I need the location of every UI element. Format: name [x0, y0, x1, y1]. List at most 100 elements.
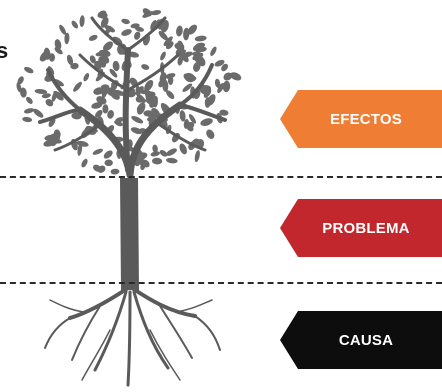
leaf-icon: [222, 80, 231, 93]
cause-label: CAUSA: [338, 331, 394, 349]
tree-roots: [44, 286, 221, 387]
leaf-icon: [165, 73, 176, 79]
leaf-icon: [109, 68, 118, 78]
leaf-icon: [100, 55, 110, 64]
leaf-icon: [206, 129, 215, 139]
leaf-icon: [141, 64, 150, 70]
leaf-icon: [59, 24, 67, 35]
leaf-icon: [203, 88, 212, 98]
leaf-icon: [144, 79, 154, 92]
leaf-icon: [163, 36, 173, 47]
leaf-icon: [83, 73, 90, 82]
leaf-icon: [192, 42, 205, 52]
leaf-icon: [71, 112, 82, 120]
leaf-icon: [77, 143, 83, 156]
leaf-icon: [103, 41, 113, 52]
leaf-icon: [71, 20, 79, 29]
leaf-icon: [130, 127, 143, 135]
dashed-divider-top: [0, 176, 442, 178]
leaf-icon: [176, 25, 183, 37]
leaf-icon: [79, 15, 85, 27]
leaf-icon: [107, 110, 114, 119]
leaf-icon: [142, 11, 154, 18]
leaf-icon: [64, 32, 70, 45]
leaf-icon: [149, 96, 158, 108]
leaf-icon: [20, 87, 27, 98]
leaf-icon: [104, 159, 113, 167]
leaf-icon: [177, 56, 183, 66]
leaf-icon: [159, 150, 168, 157]
dashed-divider-bottom: [0, 282, 442, 284]
leaf-icon: [166, 148, 177, 156]
leaf-icon: [76, 140, 89, 147]
leaf-icon: [175, 48, 183, 56]
leaf-icon: [41, 93, 51, 99]
tree-branches: [38, 16, 227, 179]
leaf-icon: [81, 158, 88, 168]
problem-label-tag: PROBLEMA: [280, 199, 442, 257]
leaf-icon: [114, 120, 123, 127]
leaf-icon: [160, 20, 169, 33]
leaf-icon: [113, 89, 126, 96]
leaf-icon: [158, 30, 168, 41]
leaf-icon: [217, 82, 225, 94]
leaf-icon: [193, 61, 201, 72]
leaf-icon: [23, 108, 35, 114]
leaf-icon: [179, 110, 186, 122]
leaf-icon: [221, 63, 229, 72]
leaf-icon: [219, 109, 229, 116]
leaf-icon: [95, 110, 103, 118]
leaf-icon: [51, 135, 61, 147]
leaf-icon: [177, 40, 184, 50]
leaf-icon: [223, 72, 233, 81]
leaf-icon: [73, 81, 82, 92]
tree-trunk: [120, 178, 139, 290]
leaf-icon: [160, 51, 166, 61]
leaf-icon: [112, 60, 120, 72]
leaf-icon: [182, 83, 193, 92]
leaf-icon: [91, 102, 103, 109]
effects-label: EFECTOS: [330, 110, 402, 128]
leaf-icon: [204, 97, 211, 108]
leaf-icon: [188, 114, 197, 124]
leaf-icon: [99, 12, 108, 19]
leaf-icon: [162, 79, 169, 92]
leaf-icon: [150, 151, 161, 157]
leaf-icon: [194, 150, 200, 163]
leaf-icon: [102, 104, 109, 114]
leaf-icon: [66, 54, 74, 66]
leaf-icon: [97, 165, 106, 173]
leaf-icon: [135, 86, 144, 95]
leaf-icon: [185, 121, 195, 129]
leaf-icon: [131, 115, 144, 124]
leaf-icon: [89, 55, 96, 64]
leaf-icon: [186, 72, 196, 82]
leaf-icon: [22, 116, 33, 123]
cut-off-heading-text: s: [0, 38, 9, 63]
leaf-icon: [48, 117, 56, 127]
leaf-icon: [135, 152, 148, 161]
leaf-icon: [151, 157, 163, 165]
leaf-icon: [187, 24, 198, 35]
leaf-icon: [214, 78, 221, 88]
leaf-icon: [17, 76, 24, 85]
leaf-icon: [53, 90, 64, 101]
leaf-icon: [150, 20, 157, 31]
effects-label-tag: EFECTOS: [280, 90, 442, 148]
problem-label: PROBLEMA: [322, 219, 410, 237]
leaf-icon: [43, 47, 51, 60]
leaf-icon: [33, 108, 44, 118]
leaf-icon: [34, 89, 48, 94]
leaf-icon: [24, 66, 34, 74]
leaf-icon: [92, 148, 104, 155]
leaf-icon: [49, 53, 55, 62]
leaf-icon: [230, 72, 242, 81]
leaf-icon: [141, 159, 150, 168]
leaf-icon: [16, 82, 22, 93]
leaf-icon: [150, 10, 162, 16]
leaf-icon: [200, 118, 213, 126]
leaf-icon: [98, 49, 111, 58]
leaf-icon: [167, 76, 174, 85]
leaf-icon: [88, 34, 98, 41]
leaf-icon: [110, 168, 120, 175]
